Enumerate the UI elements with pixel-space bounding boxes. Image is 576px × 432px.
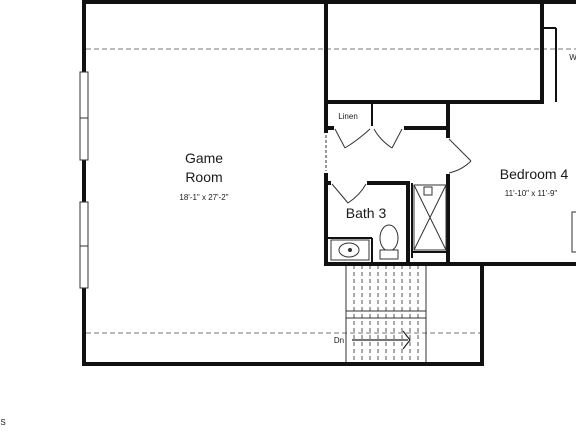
closet-label: W — [569, 53, 576, 62]
stair-direction-arrow-icon — [352, 330, 411, 350]
soffit-lines — [86, 48, 576, 334]
thin-walls — [326, 27, 557, 264]
walls — [82, 0, 576, 366]
corner-mark: S — [0, 418, 5, 427]
sink-icon — [330, 239, 370, 261]
shower — [413, 184, 447, 251]
bedroom-4-dimensions: 11'-10" x 11'-9" — [505, 189, 558, 198]
door-openings — [324, 126, 451, 186]
bedroom-4-label: Bedroom 4 — [500, 166, 569, 182]
game-room-label-line2: Room — [185, 169, 222, 185]
game-room-dimensions: 18'-1" x 27'-2" — [179, 193, 228, 202]
toilet-icon — [379, 224, 399, 260]
windows — [79, 71, 576, 289]
stairs-down-label: Dn — [334, 336, 344, 345]
linen-label: Linen — [338, 112, 358, 121]
staircase — [345, 265, 427, 362]
game-room-label-line1: Game — [185, 150, 223, 166]
door-swings — [325, 128, 472, 204]
bath-3-label: Bath 3 — [346, 205, 387, 221]
